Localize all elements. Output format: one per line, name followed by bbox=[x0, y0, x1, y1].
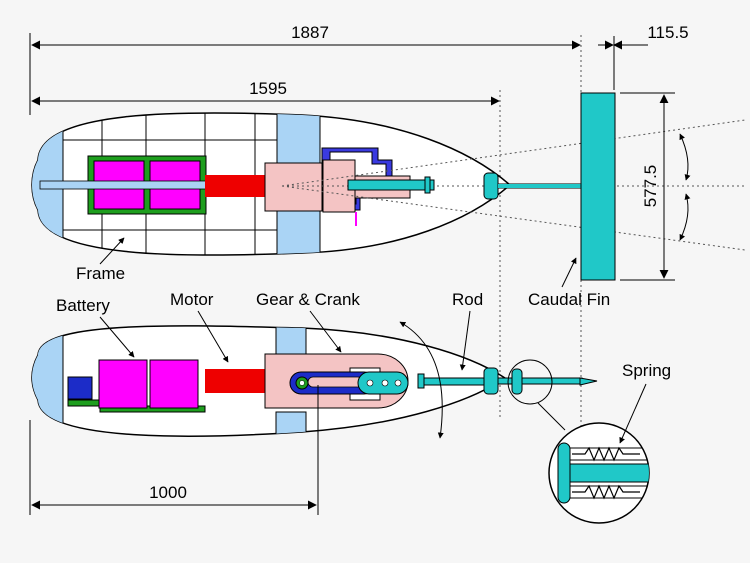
dimension-front-section: 1000 bbox=[29, 385, 319, 515]
side-battery-cell-2 bbox=[149, 359, 199, 409]
side-motor bbox=[205, 369, 265, 393]
labels: Frame Battery Motor Gear & Crank Rod Cau… bbox=[56, 237, 671, 444]
dim-front-section: 1000 bbox=[149, 483, 187, 502]
dimension-overall: 1887 bbox=[29, 23, 581, 115]
side-controller-box bbox=[67, 376, 93, 400]
label-frame: Frame bbox=[76, 264, 125, 283]
dim-fin-chord: 115.5 bbox=[647, 23, 688, 42]
side-rod-bearing bbox=[483, 367, 499, 395]
caudal-fin-shape bbox=[580, 92, 616, 281]
label-caudal-fin: Caudal Fin bbox=[528, 290, 610, 309]
label-motor: Motor bbox=[170, 290, 214, 309]
top-rod-bearing bbox=[483, 172, 499, 200]
dim-overall-length: 1887 bbox=[291, 23, 329, 42]
top-gear-housing bbox=[264, 162, 324, 212]
top-motor bbox=[205, 175, 265, 197]
side-battery-cell-1 bbox=[98, 359, 148, 409]
label-gear-crank: Gear & Crank bbox=[256, 290, 360, 309]
dim-body-length: 1595 bbox=[249, 79, 287, 98]
spring-detail bbox=[548, 422, 650, 524]
dimension-fin-chord: 115.5 bbox=[598, 23, 689, 90]
dimension-body: 1595 bbox=[31, 79, 500, 106]
dim-fin-span: 577.5 bbox=[641, 165, 660, 208]
top-view: 577.5 bbox=[31, 92, 746, 281]
side-view bbox=[31, 321, 598, 439]
label-rod: Rod bbox=[452, 290, 483, 309]
label-spring: Spring bbox=[622, 361, 671, 380]
label-battery: Battery bbox=[56, 296, 110, 315]
